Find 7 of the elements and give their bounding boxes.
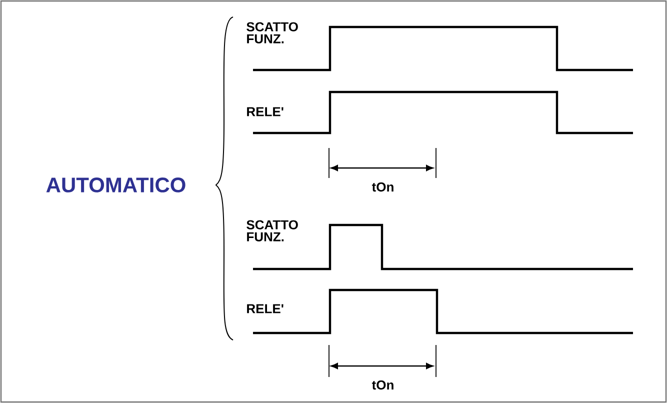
dimension-label: tOn: [372, 182, 394, 192]
mode-label: AUTOMATICO: [46, 178, 186, 192]
signal-label: RELE': [247, 304, 284, 314]
signal-label: RELE': [247, 107, 284, 116]
dimension-label: tOn: [372, 380, 394, 390]
signal-label: SCATTO FUNZ.: [246, 22, 298, 44]
signal-label: SCATTO FUNZ.: [246, 220, 298, 242]
